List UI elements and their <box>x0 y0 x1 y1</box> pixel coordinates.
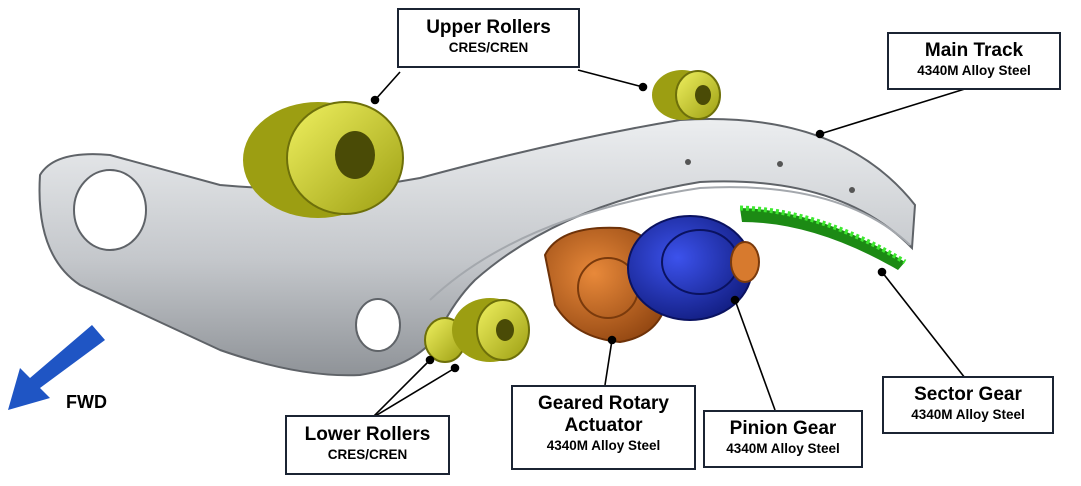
lower-rollers-material: CRES/CREN <box>327 447 408 462</box>
leader-lines <box>370 69 969 419</box>
main-track-material: 4340M Alloy Steel <box>917 63 1031 78</box>
lower-rollers-title: Lower Rollers <box>304 424 431 445</box>
sector-gear <box>739 205 907 270</box>
sector-gear-material: 4340M Alloy Steel <box>911 407 1025 422</box>
sector-gear-callout: Sector Gear 4340M Alloy Steel <box>882 376 1054 434</box>
upper-roller-large <box>243 101 404 218</box>
main-track-title: Main Track <box>924 40 1024 61</box>
geared-rotary-actuator-material: 4340M Alloy Steel <box>546 438 661 453</box>
main-track-callout: Main Track 4340M Alloy Steel <box>887 32 1061 90</box>
pinion-gear <box>627 215 760 321</box>
upper-rollers-title: Upper Rollers <box>426 17 551 38</box>
upper-roller-small <box>652 70 721 120</box>
upper-rollers-callout: Upper Rollers CRES/CREN <box>397 8 580 68</box>
geared-rotary-actuator-title-line1: Geared Rotary <box>538 393 669 414</box>
pinion-gear-callout: Pinion Gear 4340M Alloy Steel <box>703 410 863 468</box>
pinion-gear-title: Pinion Gear <box>729 418 837 439</box>
upper-rollers-material: CRES/CREN <box>448 40 529 55</box>
geared-rotary-actuator-callout: Geared Rotary Actuator 4340M Alloy Steel <box>511 385 696 470</box>
lower-rollers <box>424 298 530 363</box>
lower-rollers-callout: Lower Rollers CRES/CREN <box>285 415 450 475</box>
pinion-gear-material: 4340M Alloy Steel <box>726 441 840 456</box>
fwd-arrow-icon <box>8 325 105 410</box>
fwd-label: FWD <box>66 392 107 412</box>
sector-gear-title: Sector Gear <box>914 384 1022 405</box>
geared-rotary-actuator-title-line2: Actuator <box>564 415 643 436</box>
